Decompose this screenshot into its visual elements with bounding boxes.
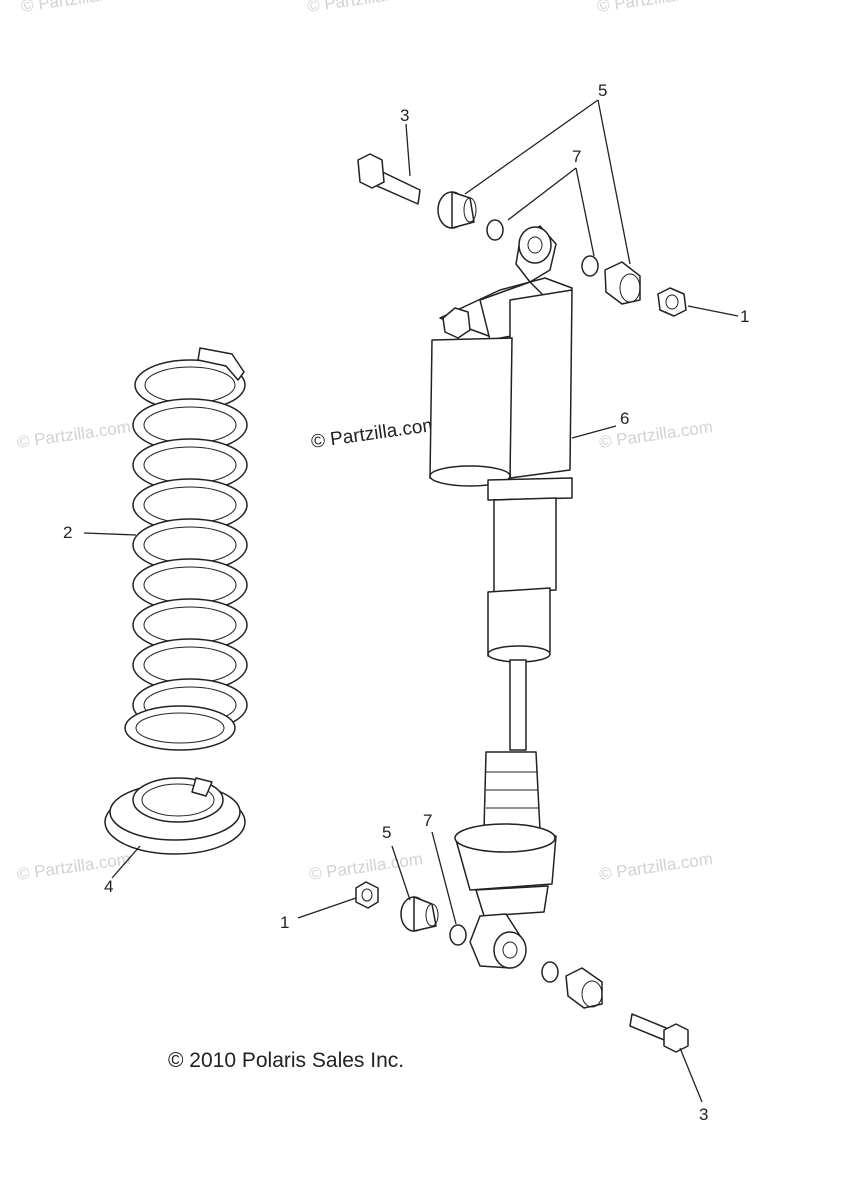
- bottom-nut: [355, 881, 379, 909]
- top-bushing-left: [437, 191, 477, 229]
- callout-3-top: 3: [400, 106, 409, 125]
- callout-7-top: 7: [572, 147, 581, 166]
- top-bushing-right: [604, 261, 641, 305]
- coil-spring: [124, 347, 248, 751]
- shock-absorber: [429, 225, 573, 969]
- watermark-center-dark: © Partzilla.com: [310, 414, 440, 453]
- watermark-top-right: © Partzilla.com: [596, 0, 712, 16]
- top-nut: [657, 287, 687, 317]
- watermark-low-center: © Partzilla.com: [308, 849, 424, 884]
- top-washer-right: [581, 255, 599, 277]
- watermark-group: © Partzilla.com © Partzilla.com © Partzi…: [16, 0, 714, 884]
- callout-7-bottom: 7: [423, 811, 432, 830]
- callout-6: 6: [620, 409, 629, 428]
- bottom-washer-right: [541, 961, 559, 983]
- watermark-low-left: © Partzilla.com: [16, 849, 132, 884]
- copyright-notice: © 2010 Polaris Sales Inc.: [168, 1049, 404, 1072]
- callout-2: 2: [63, 523, 72, 542]
- watermark-mid-right: © Partzilla.com: [598, 417, 714, 452]
- watermark-top-center: © Partzilla.com: [306, 0, 422, 16]
- leader-lines: [83, 99, 739, 1103]
- callout-labels: 3 5 7 1 6 2 4 5 7 1 3: [63, 81, 749, 1124]
- top-washer-left: [486, 219, 504, 241]
- watermark-top-left: © Partzilla.com: [20, 0, 136, 16]
- top-bolt: [357, 153, 421, 205]
- bottom-bolt: [629, 1013, 689, 1053]
- watermark-mid-left: © Partzilla.com: [16, 417, 132, 452]
- callout-3-bottom: 3: [699, 1105, 708, 1124]
- callout-4: 4: [104, 877, 113, 896]
- callout-5-bottom: 5: [382, 823, 391, 842]
- bottom-bushing-right: [565, 967, 603, 1009]
- bottom-washer-left: [449, 924, 467, 946]
- watermark-low-right: © Partzilla.com: [598, 849, 714, 884]
- callout-5-top: 5: [598, 81, 607, 100]
- spring-retainer: [104, 777, 246, 855]
- bottom-bushing-left: [400, 896, 439, 932]
- callout-1-bottom: 1: [280, 913, 289, 932]
- callout-1-top: 1: [740, 307, 749, 326]
